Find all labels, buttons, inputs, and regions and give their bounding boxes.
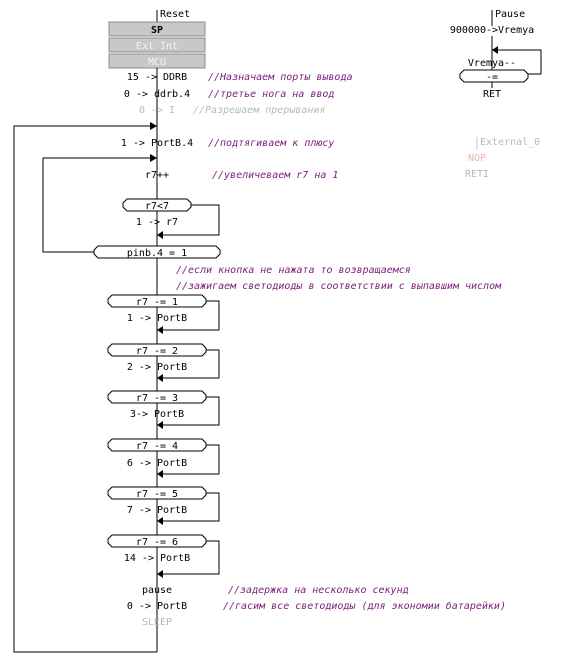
pause-init: 900000->Vremya bbox=[450, 25, 534, 36]
case-6-condition-label: r7 -= 6 bbox=[136, 537, 178, 548]
step-ddrb-comment: //Назначаем порты вывода bbox=[208, 72, 353, 83]
case-5-skip bbox=[157, 492, 220, 522]
sp-block-label: SP bbox=[151, 25, 163, 36]
step-inc-comment: //увеличеваем r7 на 1 bbox=[212, 170, 338, 181]
case-3-skip bbox=[157, 396, 220, 426]
case-5-condition-label: r7 -= 5 bbox=[136, 489, 178, 500]
case-6-arrow bbox=[157, 570, 163, 578]
case-6-condition[interactable] bbox=[107, 534, 207, 548]
step-ddrb4-comment: //третье нога на ввод bbox=[208, 89, 334, 100]
case-2-condition-label: r7 -= 2 bbox=[136, 346, 178, 357]
case-2: r7 -= 2 2 -> PortB bbox=[107, 343, 220, 382]
case-3: r7 -= 3 3-> PortB bbox=[107, 390, 220, 429]
sp-block[interactable] bbox=[108, 21, 206, 37]
case-1-arrow bbox=[157, 326, 163, 334]
case-3-arrow bbox=[157, 421, 163, 429]
case-6-skip bbox=[157, 540, 220, 575]
step-interrupts-comment: //Разрешаем прерывания bbox=[193, 105, 325, 116]
case-4-condition[interactable] bbox=[107, 438, 207, 452]
case-3-action: 3-> PortB bbox=[130, 409, 184, 420]
case-2-skip bbox=[157, 349, 220, 379]
step-pullup: 1 -> PortB.4 bbox=[121, 138, 193, 149]
pause-decrement: Vremya-- bbox=[468, 58, 516, 69]
ext-int-block-label: Ext Int bbox=[136, 41, 178, 52]
case-1: r7 -= 1 1 -> PortB bbox=[107, 294, 220, 334]
step-clear-portb: 0 -> PortB bbox=[127, 601, 187, 612]
step-pullup-comment: //подтягиваем к плюсу bbox=[208, 138, 334, 149]
comment-leds: //зажигаем светодиоды в соответствии с в… bbox=[176, 281, 502, 292]
case-5: r7 -= 5 7 -> PortB bbox=[107, 486, 220, 525]
case-5-action: 7 -> PortB bbox=[127, 505, 187, 516]
case-1-condition[interactable] bbox=[107, 294, 207, 308]
outer-loop-line bbox=[13, 125, 157, 653]
pause-loop-arrow bbox=[492, 46, 498, 54]
cond-r7-lt-7[interactable] bbox=[122, 198, 192, 212]
case-2-action: 2 -> PortB bbox=[127, 362, 187, 373]
ext0-nop: NOP bbox=[468, 153, 486, 164]
ext0-label: External_0 bbox=[480, 137, 540, 148]
case-3-condition-label: r7 -= 3 bbox=[136, 393, 178, 404]
case-1-condition-label: r7 -= 1 bbox=[136, 297, 178, 308]
step-clear-portb-comment: //гасим все светодиоды (для экономии бат… bbox=[223, 600, 506, 612]
step-reset-r7: 1 -> r7 bbox=[136, 217, 178, 228]
inner-loop-arrow bbox=[150, 154, 157, 162]
ext-int-block[interactable] bbox=[108, 37, 206, 53]
case-4-action: 6 -> PortB bbox=[127, 458, 187, 469]
case-5-condition[interactable] bbox=[107, 486, 207, 500]
step-inc: r7++ bbox=[145, 170, 169, 181]
case-3-condition[interactable] bbox=[107, 390, 207, 404]
step-ddrb4: 0 -> ddrb.4 bbox=[124, 89, 190, 100]
case-4-condition-label: r7 -= 4 bbox=[136, 441, 178, 452]
case-2-arrow bbox=[157, 374, 163, 382]
cond-pinb4-label: pinb.4 = 1 bbox=[127, 248, 187, 259]
case-6: r7 -= 6 14 -> PortB bbox=[107, 534, 220, 578]
pause-condition[interactable] bbox=[459, 69, 529, 83]
case-1-action: 1 -> PortB bbox=[127, 313, 187, 324]
cond-pinb4[interactable] bbox=[93, 245, 221, 259]
mcu-block-label: MCU bbox=[148, 57, 166, 68]
pause-return: RET bbox=[483, 89, 501, 100]
case-4-arrow bbox=[157, 470, 163, 478]
step-pause: pause bbox=[142, 585, 172, 596]
cond-r7-lt-7-skip bbox=[157, 204, 220, 236]
ext0-reti: RETI bbox=[465, 169, 489, 180]
step-sleep: SLEEP bbox=[142, 617, 172, 628]
pause-condition-label: -= bbox=[486, 72, 498, 83]
step-ddrb: 15 -> DDRB bbox=[127, 72, 187, 83]
comment-button: //если кнопка не нажата то возвращаемся bbox=[176, 265, 411, 276]
step-pause-comment: //задержка на несколько секунд bbox=[228, 585, 409, 596]
case-5-arrow bbox=[157, 517, 163, 525]
case-4: r7 -= 4 6 -> PortB bbox=[107, 438, 220, 478]
cond-r7-lt-7-label: r7<7 bbox=[145, 201, 169, 212]
outer-loop-arrow bbox=[150, 122, 157, 130]
step-interrupts: 0 -> I bbox=[139, 105, 175, 116]
pause-label: Pause bbox=[495, 9, 525, 20]
case-2-condition[interactable] bbox=[107, 343, 207, 357]
case-1-skip bbox=[157, 300, 220, 331]
reset-label: Reset bbox=[160, 9, 190, 20]
case-4-skip bbox=[157, 444, 220, 475]
cond-r7-lt-7-arrow bbox=[157, 231, 163, 239]
inner-loop-line bbox=[42, 157, 157, 253]
pause-loop-line bbox=[492, 49, 542, 75]
case-6-action: 14 -> PortB bbox=[124, 553, 190, 564]
